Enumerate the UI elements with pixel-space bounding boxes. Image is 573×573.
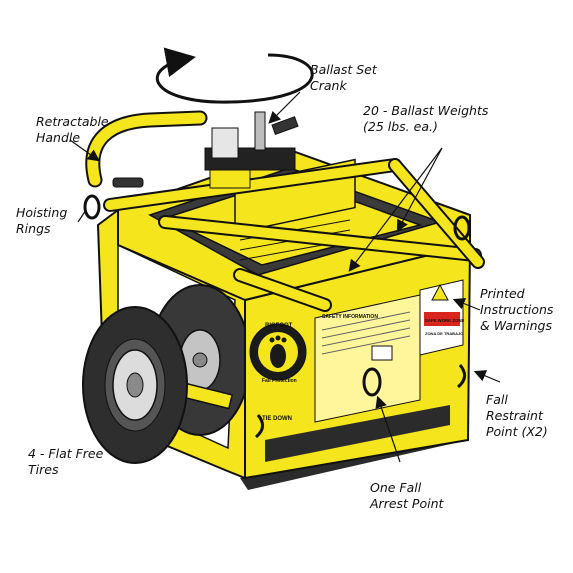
callout-ballast-weights: 20 - Ballast Weights(25 lbs. ea.)	[363, 103, 489, 134]
info-title: SAFETY INFORMATION	[322, 314, 378, 320]
ballast-crank	[204, 111, 299, 189]
fall-arrest-ring	[362, 367, 382, 397]
fall-restraint-ring-right	[456, 364, 466, 389]
tiedown-label: TIE DOWN	[262, 416, 292, 422]
warning-sign: SAFE WORK ZONE ZONA DE TRABAJO	[419, 279, 465, 356]
rotation-arrow-icon	[155, 47, 314, 104]
handle-knob-icon	[112, 177, 144, 188]
brand-top: BIGFOOT	[265, 323, 293, 329]
front-tire	[82, 306, 188, 464]
safe-zone-label: SAFE WORK ZONE	[425, 318, 465, 323]
safe-zone-es: ZONA DE TRABAJO	[425, 331, 463, 336]
hoisting-ring-right	[453, 215, 471, 241]
bigfoot-logo: BIGFOOT Fall Protection	[249, 323, 307, 384]
brand-bottom: Fall Protection	[262, 378, 297, 384]
fall-restraint-ring-left	[254, 414, 264, 439]
instruction-panel: SAFETY INFORMATION	[314, 294, 421, 423]
hoisting-ring-left	[83, 194, 101, 220]
